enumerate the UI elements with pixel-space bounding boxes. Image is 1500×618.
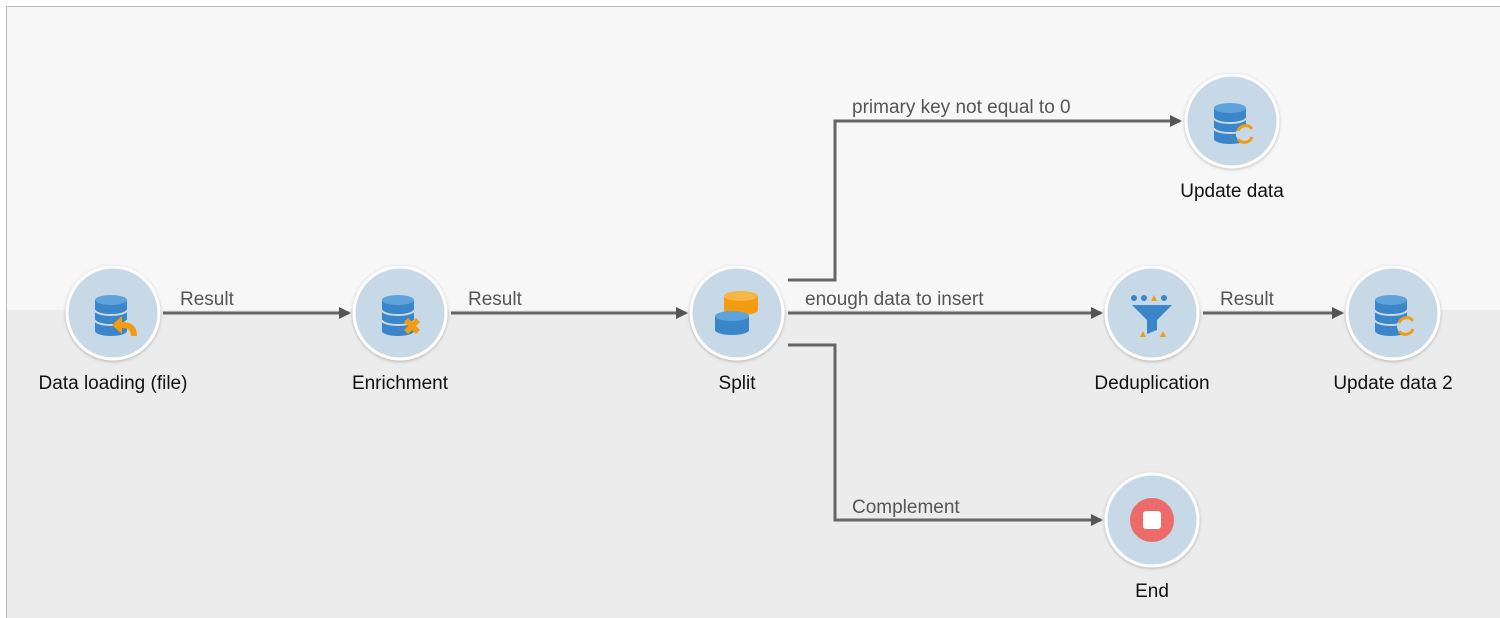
canvas-frame	[6, 6, 1500, 618]
database-split-icon	[715, 291, 758, 335]
database-enrich-icon	[381, 295, 420, 336]
node-label-deduplication: Deduplication	[1094, 373, 1209, 394]
edge-label-result-1: Result	[180, 289, 235, 310]
connector-enrichment-to-split[interactable]: Result	[451, 289, 688, 319]
node-label-data-loading: Data loading (file)	[39, 373, 188, 394]
connector-loading-to-enrichment[interactable]: Result	[163, 289, 351, 319]
node-label-update-data-2: Update data 2	[1333, 373, 1452, 394]
node-update-data[interactable]: Update data	[1180, 73, 1284, 202]
edge-label-enough-data: enough data to insert	[805, 289, 984, 310]
node-end[interactable]: End	[1104, 472, 1200, 602]
node-label-split: Split	[719, 373, 757, 394]
canvas-band-bottom	[7, 310, 1500, 618]
connector-split-to-end[interactable]: Complement	[788, 343, 1103, 526]
database-refresh-icon	[1374, 295, 1415, 336]
node-deduplication[interactable]: Deduplication	[1094, 265, 1210, 394]
funnel-icon	[1131, 295, 1172, 337]
node-data-loading[interactable]: Data loading (file)	[39, 265, 188, 394]
node-enrichment[interactable]: Enrichment	[352, 265, 449, 394]
connector-split-to-dedup[interactable]: enough data to insert	[788, 289, 1103, 319]
connector-dedup-to-update2[interactable]: Result	[1203, 289, 1344, 319]
edge-label-complement: Complement	[852, 497, 960, 518]
database-refresh-icon	[1213, 103, 1254, 144]
database-import-icon	[94, 295, 137, 336]
node-label-end: End	[1135, 581, 1169, 602]
edge-label-primary-key: primary key not equal to 0	[852, 97, 1071, 118]
node-label-enrichment: Enrichment	[352, 373, 449, 394]
node-split[interactable]: Split	[689, 265, 785, 394]
edge-label-result-2: Result	[468, 289, 523, 310]
connector-split-to-update[interactable]: primary key not equal to 0	[788, 97, 1182, 282]
node-update-data-2[interactable]: Update data 2	[1333, 265, 1453, 394]
edge-label-result-3: Result	[1220, 289, 1275, 310]
stop-icon	[1130, 498, 1174, 542]
node-label-update-data: Update data	[1180, 181, 1284, 202]
